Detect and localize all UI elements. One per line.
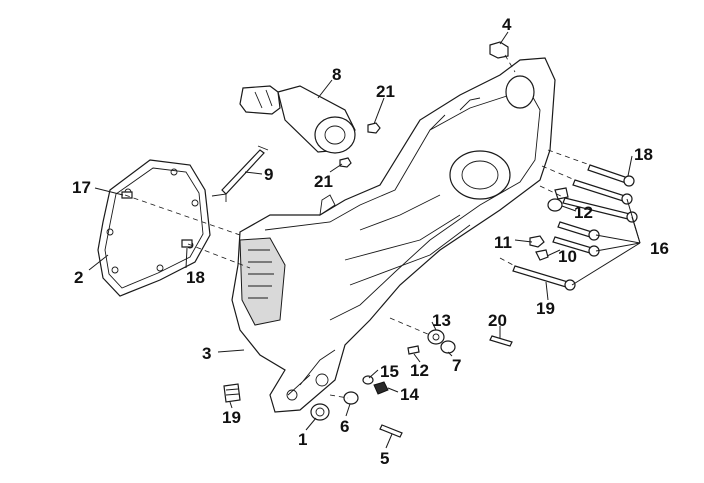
callout-8: 8 xyxy=(332,65,341,84)
callout-9: 9 xyxy=(264,165,273,184)
fasteners xyxy=(121,41,638,438)
dowel-6 xyxy=(343,391,359,405)
washer-15 xyxy=(362,375,374,385)
callout-1: 1 xyxy=(298,430,307,449)
stud-5 xyxy=(379,424,403,438)
bushing-1 xyxy=(310,403,330,421)
bolt-14 xyxy=(373,381,389,395)
callout-6: 6 xyxy=(340,417,349,436)
callout-19: 19 xyxy=(222,408,241,427)
callout-21-upper: 21 xyxy=(376,82,395,101)
callout-16-upper: 17 xyxy=(72,178,91,197)
callout-12-lower: 12 xyxy=(410,361,429,380)
callout-labels: 4 8 21 9 21 17 2 18 18 12 16 11 10 19 13… xyxy=(72,15,669,468)
crankcase xyxy=(231,57,556,413)
callout-2: 2 xyxy=(74,268,83,287)
pin-12-lower xyxy=(407,345,420,355)
callout-3: 3 xyxy=(202,344,211,363)
washer-13 xyxy=(427,329,445,345)
callout-16-lower: 18 xyxy=(186,268,205,287)
starter-motor xyxy=(239,85,356,154)
bolt-21-upper xyxy=(367,122,381,134)
leader-lines xyxy=(88,31,641,449)
bolt-18-lower xyxy=(512,265,569,288)
callout-21-lower: 21 xyxy=(314,172,333,191)
callout-15: 15 xyxy=(380,362,399,381)
callout-7: 7 xyxy=(452,356,461,375)
bolt-20 xyxy=(489,335,513,347)
callout-14: 14 xyxy=(400,385,419,404)
callout-12-upper: 12 xyxy=(574,203,593,222)
part-10 xyxy=(535,249,549,261)
washer-12-upper xyxy=(547,198,563,212)
dowel-16-upper xyxy=(121,191,133,199)
shift-rod xyxy=(211,145,269,202)
assembly-lines xyxy=(124,54,591,399)
bolt-21-lower xyxy=(339,157,352,168)
callout-13: 13 xyxy=(432,311,451,330)
callout-18-lower: 19 xyxy=(536,299,555,318)
callout-5: 5 xyxy=(380,449,389,468)
bolt-18-upper xyxy=(587,164,629,184)
callout-4: 4 xyxy=(502,15,512,34)
dowel-16-lower xyxy=(181,239,193,248)
nut-4 xyxy=(489,41,509,59)
callout-17: 16 xyxy=(650,239,669,258)
part-11 xyxy=(529,235,545,248)
callout-20: 20 xyxy=(488,311,507,330)
bolt-19 xyxy=(223,383,241,403)
callout-18-upper: 18 xyxy=(634,145,653,164)
plug-7 xyxy=(440,340,456,354)
callout-10: 10 xyxy=(558,247,577,266)
callout-11: 11 xyxy=(494,233,512,252)
